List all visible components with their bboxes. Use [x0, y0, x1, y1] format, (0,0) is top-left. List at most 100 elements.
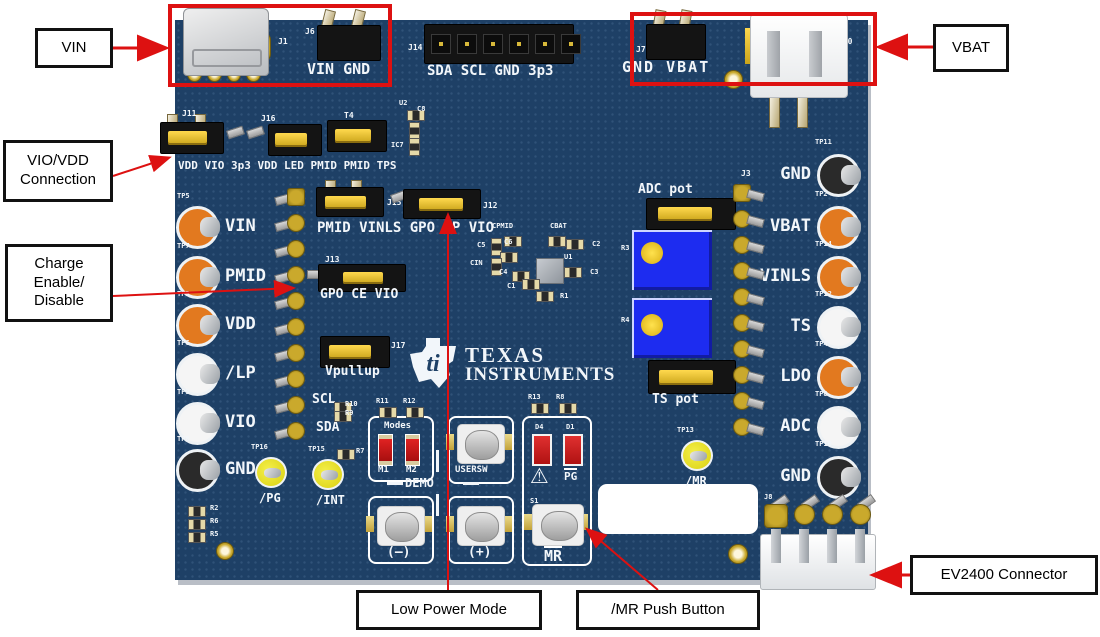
minus-label: (—) — [387, 545, 411, 560]
pin-pad — [287, 266, 305, 284]
tp-ref: TP6 — [177, 339, 190, 347]
callout-box-ev2400-connector: EV2400 Connector — [910, 555, 1098, 595]
jumper-j7 — [646, 24, 706, 60]
ref-j6: J6 — [305, 27, 315, 36]
chip — [504, 236, 522, 247]
callout-box-mr-push-button: /MR Push Button — [576, 590, 760, 630]
warning-icon: ⚠ — [530, 464, 549, 488]
callout-label-charge-enable-disable: Charge Enable/ Disable — [33, 254, 85, 310]
pin-pad — [287, 318, 305, 336]
testpoint-yellow — [681, 440, 713, 471]
usb-connector-detail — [192, 49, 262, 67]
callout-box-vin: VIN — [35, 28, 113, 68]
component-ref: R11 — [376, 397, 389, 405]
demo-dash-left — [387, 482, 403, 485]
pin-pad — [287, 344, 305, 362]
pin-pad — [287, 396, 305, 414]
mr-box: D4 D1 ⚠ PG S1 MR — [522, 416, 592, 566]
mounting-hole — [216, 542, 234, 560]
tp-ref: TP15 — [308, 445, 325, 453]
tp-ref: TP8 — [815, 390, 828, 398]
jumper-j6 — [317, 25, 381, 61]
led-d1 — [563, 434, 583, 466]
callout-label-vbat: VBAT — [951, 38, 991, 56]
testpoint — [176, 402, 220, 445]
minus-box: (—) — [366, 496, 434, 564]
tp-net-label: VIN — [225, 216, 256, 236]
tp-net-label: VDD — [225, 314, 256, 334]
chip — [188, 519, 206, 530]
chip — [548, 236, 566, 247]
component-ref: CPMID — [492, 222, 514, 230]
ts-potentiometer-r4 — [632, 298, 712, 358]
testpoint — [176, 449, 220, 492]
chip — [334, 411, 352, 422]
testpoint — [817, 306, 861, 349]
testpoint — [817, 356, 861, 399]
component-ref: R8 — [556, 393, 565, 401]
component-ref: R2 — [210, 504, 219, 512]
callout-arrow-vio-vdd-connection — [112, 155, 172, 177]
led-d4 — [532, 434, 552, 466]
silk-row-pmid: PMID VINLS GPO LP VIO — [317, 220, 495, 236]
s1-label: S1 — [530, 497, 539, 505]
highlight-rect-vin-region — [168, 4, 392, 87]
demo-divider-top — [436, 450, 439, 472]
tp-net-label: ADC — [780, 416, 811, 436]
tp-ref: TP9 — [177, 388, 190, 396]
demo-label: DEMO — [405, 476, 434, 490]
pin-tail — [746, 292, 765, 307]
tp-ref: TP11 — [815, 138, 832, 146]
tp-ref: TP5 — [177, 192, 190, 200]
ref-t4: T4 — [344, 111, 354, 120]
usersw-button — [457, 424, 505, 464]
ref-j8: J8 — [764, 493, 773, 501]
tp-ref: TP16 — [251, 443, 268, 451]
jumper-j12 — [403, 189, 481, 219]
component-ref: R13 — [528, 393, 541, 401]
tp-ref: TP13 — [677, 426, 694, 434]
tp-ref: TP7 — [177, 242, 190, 250]
silk-sda-row: SDA SCL GND 3p3 — [427, 63, 554, 79]
tp-net-label: VBAT — [770, 216, 811, 236]
tp-ref: TP14 — [815, 240, 832, 248]
mounting-hole — [728, 544, 748, 564]
testpoint — [817, 406, 861, 449]
loose-pin — [246, 125, 265, 140]
tp-net-label: TS — [790, 316, 811, 336]
white-label-sticker — [598, 484, 758, 534]
testpoint — [817, 256, 861, 299]
component-ref: R1 — [560, 292, 569, 300]
tp-net-label: PMID — [225, 266, 266, 286]
chip — [188, 506, 206, 517]
ref-j1: J1 — [278, 37, 288, 46]
tp-ref: TP4 — [815, 340, 828, 348]
testpoint-clip — [199, 315, 220, 336]
pin-tail — [746, 396, 765, 411]
silk-scl: SCL — [312, 392, 336, 407]
ref-j7: J7 — [636, 45, 646, 54]
chip — [188, 532, 206, 543]
ev2400-connector — [760, 529, 876, 590]
usb-connector-j1 — [183, 8, 269, 76]
testpoint-yellow — [312, 459, 344, 490]
chip — [491, 238, 502, 256]
m2-label: M2 — [406, 465, 417, 475]
mode-switch-m2 — [405, 434, 420, 466]
chip — [500, 252, 518, 263]
pin-pad — [794, 504, 815, 525]
ref-j13: J13 — [325, 255, 340, 264]
testpoint-clip — [199, 267, 220, 288]
chip-u1 — [536, 258, 564, 284]
component-ref: U2 — [399, 99, 408, 107]
testpoint — [176, 206, 220, 249]
ref-j17: J17 — [391, 341, 406, 350]
plus-label: (+) — [468, 545, 492, 560]
callout-box-vbat: VBAT — [933, 24, 1009, 72]
testpoint-clip — [690, 450, 707, 462]
callout-label-mr-push-button: /MR Push Button — [611, 600, 725, 618]
pin-pad — [287, 240, 305, 258]
component-ref: IC7 — [391, 141, 404, 149]
pin-pad — [287, 292, 305, 310]
